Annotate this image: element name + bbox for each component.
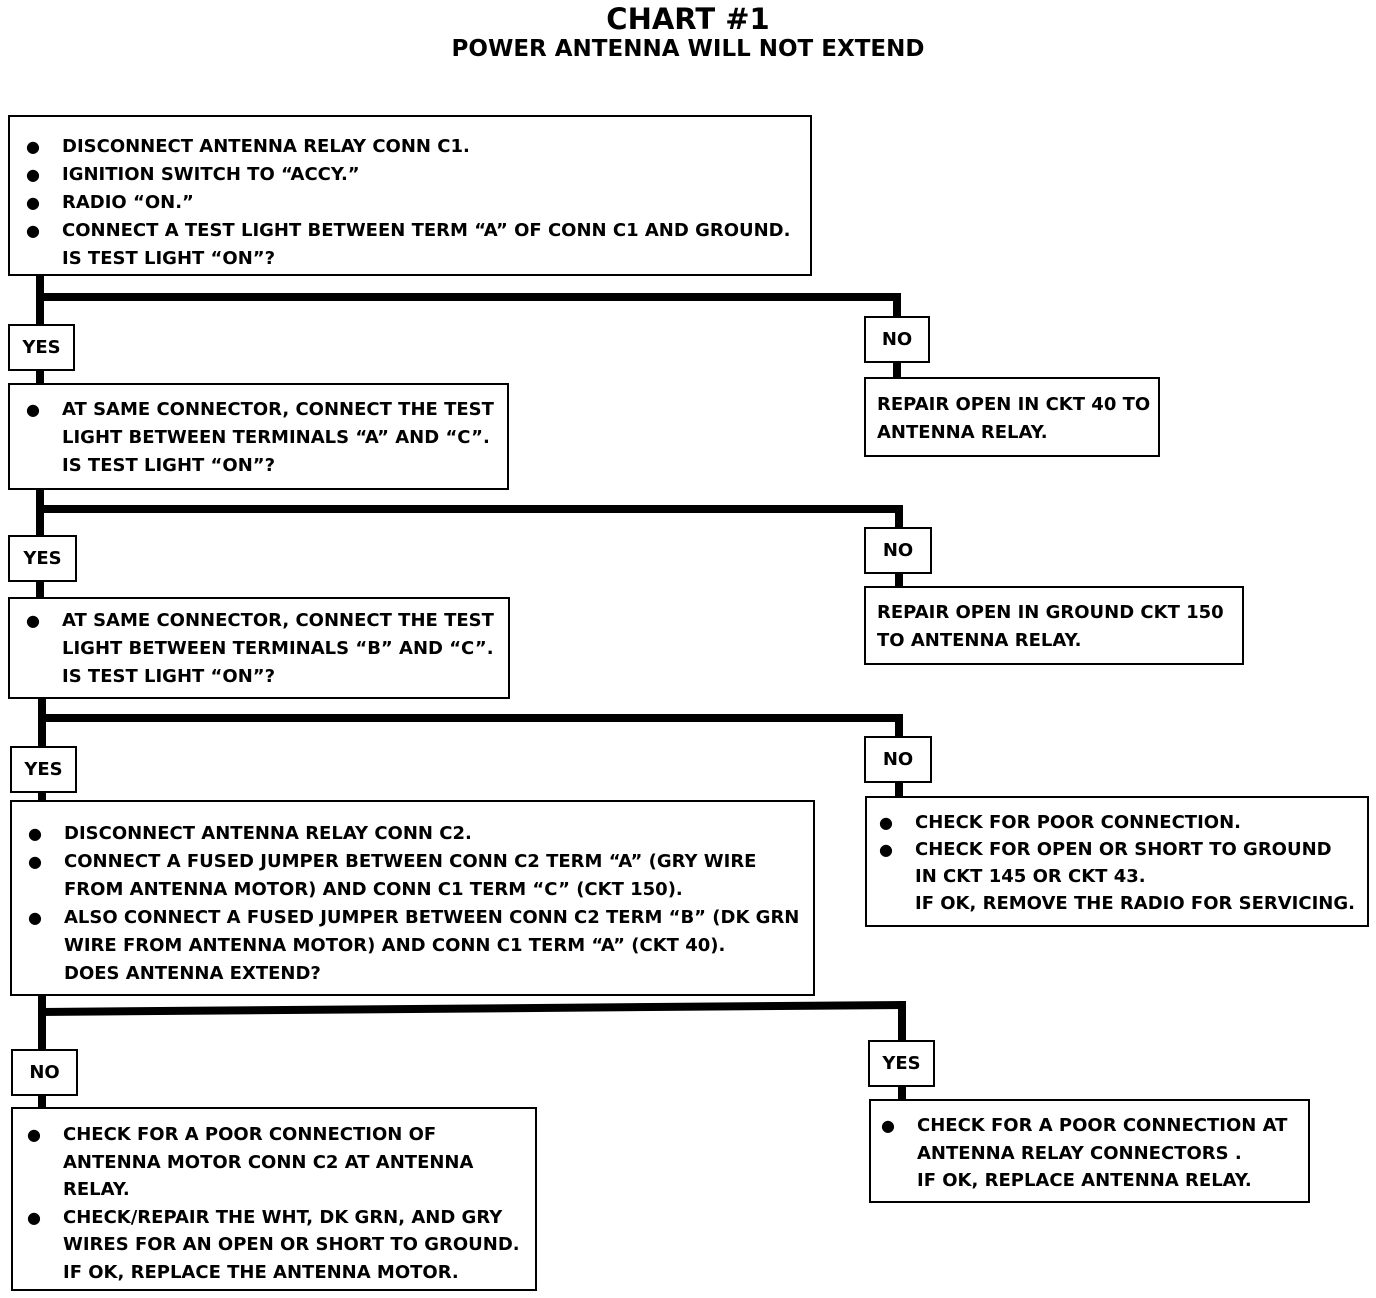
result-5-tail: IF OK, REPLACE ANTENNA RELAY. [917,1170,1252,1191]
step-2-question: IS TEST LIGHT “ON”? [62,455,276,476]
step-2-bullet: ●AT SAME CONNECTOR, CONNECT THE TEST [26,399,494,420]
result-3-bullet-2-cont: IN CKT 145 OR CKT 43. [915,866,1146,887]
yes-label-2: YES [8,535,77,582]
step-3-question: IS TEST LIGHT “ON”? [62,666,276,687]
no-label-4: NO [11,1049,78,1096]
step-4-question: DOES ANTENNA EXTEND? [64,963,321,984]
step-2-box: ●AT SAME CONNECTOR, CONNECT THE TEST LIG… [8,383,509,490]
result-4-bullet-2: ●CHECK/REPAIR THE WHT, DK GRN, AND GRY [27,1206,503,1228]
chart-subtitle: POWER ANTENNA WILL NOT EXTEND [451,36,925,62]
step-4-box: ●DISCONNECT ANTENNA RELAY CONN C2. ●CONN… [10,800,815,996]
result-1-box: REPAIR OPEN IN CKT 40 TO ANTENNA RELAY. [864,377,1160,457]
result-5-bullet-cont: ANTENNA RELAY CONNECTORS . [917,1142,1242,1164]
result-2-box: REPAIR OPEN IN GROUND CKT 150 TO ANTENNA… [864,586,1244,665]
step-4-bullet-1: ●DISCONNECT ANTENNA RELAY CONN C2. [28,823,472,844]
yes-label-3: YES [10,746,77,793]
result-3-bullet-1: ●CHECK FOR POOR CONNECTION. [879,812,1241,833]
result-4-bullet-2-cont: WIRES FOR AN OPEN OR SHORT TO GROUND. [63,1234,520,1255]
step-1-bullet-4: ●CONNECT A TEST LIGHT BETWEEN TERM “A” O… [26,220,791,241]
result-4-bullet-1: ●CHECK FOR A POOR CONNECTION OF [27,1124,437,1145]
step-1-bullet-3: ●RADIO “ON.” [26,192,194,213]
step-1-bullet-1: ●DISCONNECT ANTENNA RELAY CONN C1. [26,136,470,157]
step-4-bullet-3: ●ALSO CONNECT A FUSED JUMPER BETWEEN CON… [28,907,800,928]
no-label-3: NO [864,736,932,783]
result-4-bullet-1-cont-2: RELAY. [63,1179,130,1200]
result-5-bullet: ●CHECK FOR A POOR CONNECTION AT [881,1115,1288,1136]
step-4-bullet-3-cont: WIRE FROM ANTENNA MOTOR) AND CONN C1 TER… [64,935,726,956]
result-5-box: ●CHECK FOR A POOR CONNECTION AT ANTENNA … [869,1099,1310,1203]
yes-label-4: YES [868,1040,935,1087]
step-2-bullet-cont: LIGHT BETWEEN TERMINALS “A” AND “C”. [62,427,490,448]
step-1-bullet-2: ●IGNITION SWITCH TO “ACCY.” [26,164,360,185]
step-1-question: IS TEST LIGHT “ON”? [62,248,276,269]
result-4-bullet-1-cont-1: ANTENNA MOTOR CONN C2 AT ANTENNA [63,1151,474,1173]
no-label-2: NO [864,527,932,574]
no-label-1: NO [864,316,930,363]
result-3-box: ●CHECK FOR POOR CONNECTION. ●CHECK FOR O… [865,796,1369,927]
result-4-tail: IF OK, REPLACE THE ANTENNA MOTOR. [63,1261,459,1283]
result-1-line-1: REPAIR OPEN IN CKT 40 TO [877,394,1151,415]
result-3-tail: IF OK, REMOVE THE RADIO FOR SERVICING. [915,893,1355,914]
result-4-box: ●CHECK FOR A POOR CONNECTION OF ANTENNA … [11,1107,537,1291]
result-1-line-2: ANTENNA RELAY. [877,422,1048,443]
step-1-box: ●DISCONNECT ANTENNA RELAY CONN C1. ●IGNI… [8,115,812,276]
step-3-bullet-cont: LIGHT BETWEEN TERMINALS “B” AND “C”. [62,638,494,659]
chart-title: CHART #1 [606,2,770,36]
result-3-bullet-2: ●CHECK FOR OPEN OR SHORT TO GROUND [879,839,1332,860]
yes-label-1: YES [8,324,75,371]
step-3-bullet: ●AT SAME CONNECTOR, CONNECT THE TEST [26,610,494,631]
connector-split4-horizontal [37,1000,907,1017]
result-2-line-2: TO ANTENNA RELAY. [877,630,1082,651]
step-4-bullet-2-cont: FROM ANTENNA MOTOR) AND CONN C1 TERM “C”… [64,879,683,900]
step-3-box: ●AT SAME CONNECTOR, CONNECT THE TEST LIG… [8,597,510,699]
result-2-line-1: REPAIR OPEN IN GROUND CKT 150 [877,602,1224,623]
step-4-bullet-2: ●CONNECT A FUSED JUMPER BETWEEN CONN C2 … [28,851,757,872]
